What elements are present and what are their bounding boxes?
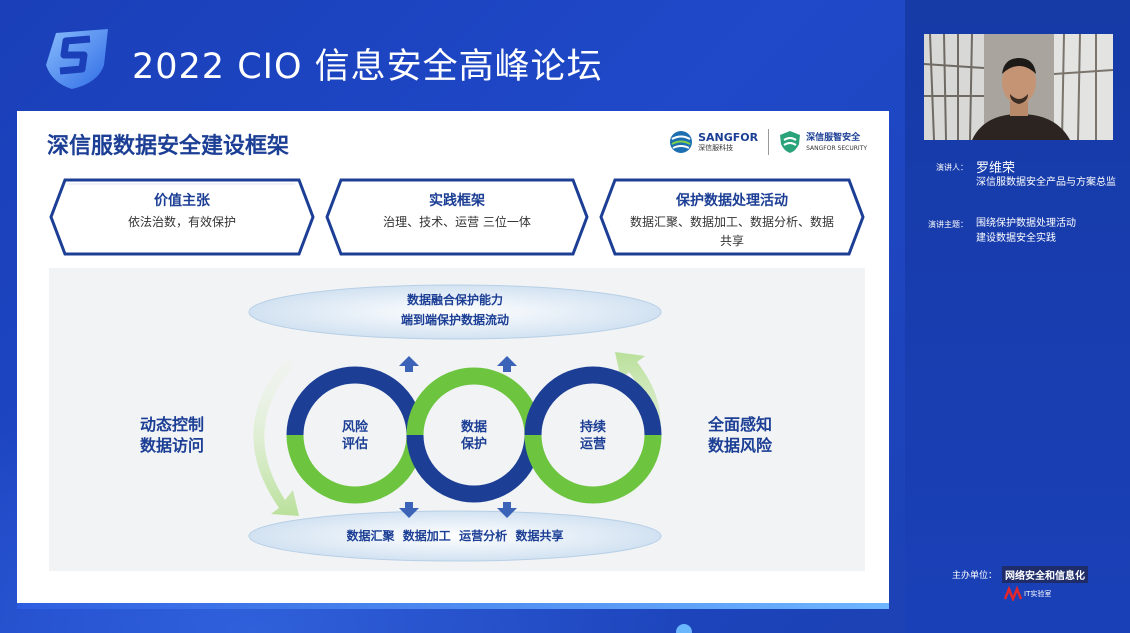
- presentation-area: 2022 CIO 信息安全高峰论坛 深信服数据安全建设框架 SANGFOR 深信…: [0, 29, 889, 633]
- slide-title: 深信服数据安全建设框架: [47, 134, 290, 159]
- ring-line2: 评估: [341, 437, 368, 452]
- decorative-dot: [676, 624, 692, 633]
- down-arrow-icon: [497, 502, 517, 518]
- event-title: 2022 CIO 信息安全高峰论坛: [132, 47, 603, 87]
- slide-bottom-bar: [17, 603, 889, 609]
- brand-sub: 深信服科技: [698, 143, 734, 152]
- ring-label-protect: 数据 保护: [454, 419, 494, 453]
- pillar-value: 价值主张 依法治数，有效保护: [49, 178, 315, 256]
- shield-s-logo-icon: [46, 29, 108, 89]
- topic-line2: 建设数据安全实践: [976, 233, 1056, 244]
- top-ellipse-line1: 数据融合保护能力: [406, 293, 503, 307]
- right-label-line2: 数据风险: [707, 436, 772, 455]
- bottom-ellipse: [248, 510, 662, 562]
- topic-label: 演讲主题：: [928, 220, 968, 229]
- host-org-logo: 网络安全和信息化: [1002, 566, 1088, 583]
- sangfor-security-brand: 深信服智安全 SANGFOR SECURITY: [779, 130, 867, 154]
- brand-divider: [768, 129, 770, 155]
- chevron-frame: [325, 178, 589, 256]
- left-curved-arrow-icon: [253, 358, 299, 516]
- pillar-desc: 依法治数，有效保护: [127, 215, 236, 229]
- down-arrow-icon: [399, 502, 419, 518]
- sangfor-logo-icon: [670, 131, 693, 153]
- ring-line2: 保护: [460, 437, 487, 452]
- top-ellipse: [248, 284, 662, 340]
- host-org2-text: IT实验室: [1024, 589, 1051, 598]
- pillar-activities: 保护数据处理活动 数据汇聚、数据加工、数据分析、数据共享: [599, 178, 865, 256]
- right-side-label: 全面感知 数据风险: [705, 414, 775, 456]
- brand-logos: SANGFOR 深信服科技 深信服智安全 SANGFOR SECURITY: [669, 129, 867, 155]
- topic-line1: 围绕保护数据处理活动: [976, 218, 1076, 229]
- pillar-desc: 治理、技术、运营 三位一体: [383, 215, 531, 229]
- interlocking-rings: [286, 366, 662, 504]
- host-org2-logo: IT实验室: [1003, 585, 1055, 603]
- ring-label-operate: 持续 运营: [573, 419, 613, 453]
- top-ellipse-label: 数据融合保护能力 端到端保护数据流动: [355, 290, 555, 330]
- ring-line1: 风险: [341, 420, 368, 435]
- brand-name: SANGFOR: [698, 130, 759, 144]
- host-label: 主办单位：: [952, 571, 998, 581]
- left-label-line2: 数据访问: [139, 436, 204, 455]
- pillar-title: 价值主张: [154, 193, 210, 209]
- left-label-line1: 动态控制: [139, 415, 204, 434]
- sangfor-brand: SANGFOR 深信服科技: [669, 130, 758, 154]
- diagram-graphics: [248, 284, 662, 562]
- slide: 深信服数据安全建设框架 SANGFOR 深信服科技: [17, 111, 889, 607]
- ring-line1: 数据: [460, 420, 487, 435]
- ring-label-risk: 风险 评估: [335, 419, 375, 453]
- speaker-title: 深信服数据安全产品与方案总监: [976, 177, 1116, 188]
- up-arrow-icon: [399, 356, 419, 372]
- chevron-frame: [49, 178, 315, 256]
- framework-diagram: 数据融合保护能力 端到端保护数据流动 数据汇聚 数据加工 运营分析 数据共享 动…: [49, 268, 865, 571]
- right-label-line1: 全面感知: [707, 415, 772, 434]
- speaker-webcam-video: [924, 34, 1113, 140]
- pillar-title: 实践框架: [429, 193, 485, 209]
- bottom-ellipse-label: 数据汇聚 数据加工 运营分析 数据共享: [346, 529, 564, 543]
- ring-line2: 运营: [579, 437, 606, 452]
- speaker-video-frame: [924, 34, 1113, 140]
- pillar-framework: 实践框架 治理、技术、运营 三位一体: [325, 178, 589, 256]
- brand-name: 深信服智安全: [806, 132, 861, 143]
- sangfor-security-logo-icon: [780, 131, 801, 153]
- chevron-frame: [599, 178, 865, 256]
- pillar-title: 保护数据处理活动: [676, 193, 788, 209]
- speaker-label: 演讲人：: [936, 163, 968, 172]
- speaker-name: 罗维荣: [976, 161, 1016, 176]
- top-ellipse-line2: 端到端保护数据流动: [400, 313, 509, 327]
- left-side-label: 动态控制 数据访问: [137, 414, 207, 456]
- ring-line1: 持续: [579, 420, 606, 435]
- brand-sub: SANGFOR SECURITY: [806, 144, 867, 152]
- it-lab-logo-icon: IT实验室: [1003, 585, 1051, 603]
- up-arrow-icon: [497, 356, 517, 372]
- pillar-desc: 数据汇聚、数据加工、数据分析、数据共享: [629, 215, 834, 248]
